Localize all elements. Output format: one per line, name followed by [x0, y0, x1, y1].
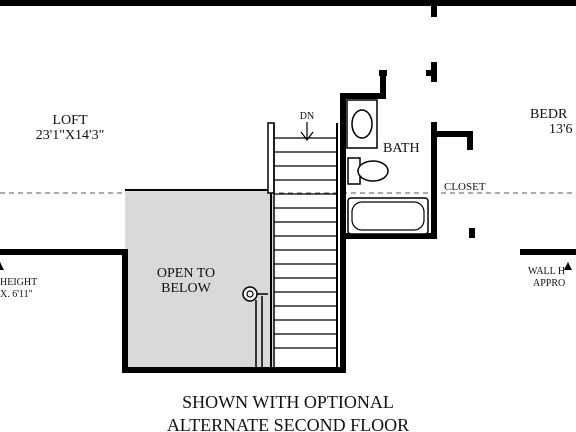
- ceiling-height-note-right-2: APPRO: [533, 278, 565, 289]
- open-to-below-label-1: OPEN TO: [157, 266, 215, 281]
- sink-icon: [351, 109, 373, 139]
- exterior-wall-top: [0, 0, 576, 6]
- ceiling-height-note-left-2: X. 6'11": [0, 289, 33, 300]
- stair-handrail: [255, 296, 263, 368]
- open-to-below-area: [125, 190, 273, 368]
- stair-rail: [267, 122, 275, 194]
- toilet-icon: [357, 160, 389, 182]
- loft-label: LOFT: [53, 113, 88, 128]
- bath-label: BATH: [383, 141, 420, 156]
- bedroom-label: BEDR: [530, 107, 568, 122]
- stairs-direction-label: DN: [300, 111, 314, 122]
- ceiling-height-note-right-1: WALL H: [528, 266, 565, 277]
- ceiling-height-note-left-1: HEIGHT: [0, 277, 37, 288]
- caption-line-2: ALTERNATE SECOND FLOOR: [167, 415, 409, 432]
- closet-label: CLOSET: [444, 181, 486, 193]
- caption-line-1: SHOWN WITH OPTIONAL: [182, 392, 394, 412]
- bedroom-dimensions: 13'6: [549, 122, 573, 137]
- staircase: [274, 137, 336, 349]
- newel-post: [242, 286, 258, 302]
- open-to-below-label-2: BELOW: [161, 281, 212, 296]
- height-arrow-icon: [0, 262, 4, 270]
- closet-wall: [434, 131, 473, 150]
- bath-wall: [272, 70, 437, 373]
- loft-dimensions: 23'1"X14'3": [36, 128, 105, 143]
- height-arrow-icon: [564, 262, 572, 270]
- open-to-below-wall: [0, 249, 272, 373]
